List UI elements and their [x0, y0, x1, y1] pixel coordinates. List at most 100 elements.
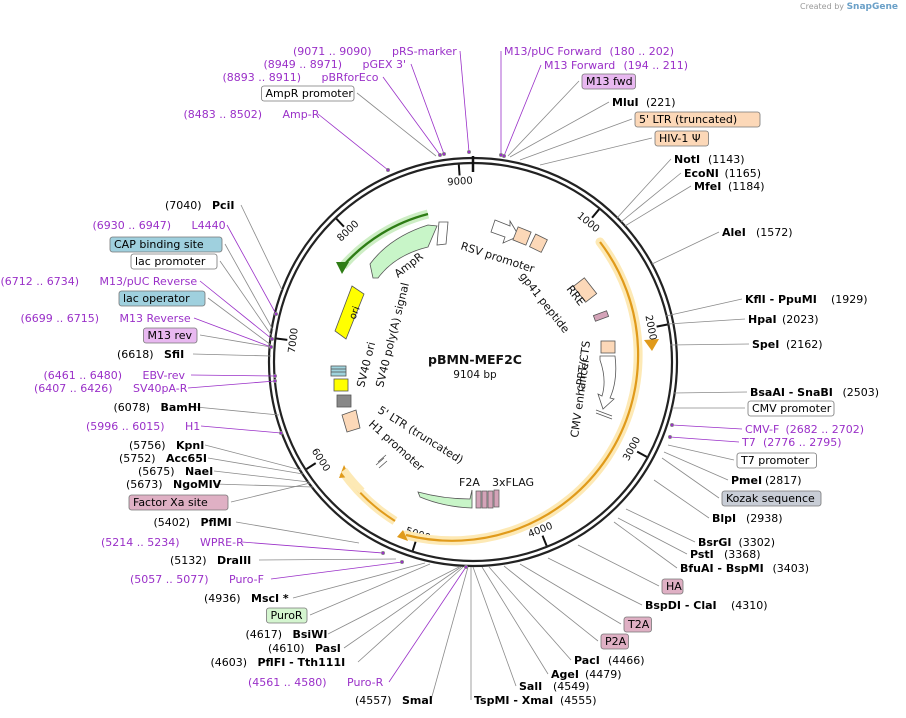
- label-text-pmei: PmeI(2817): [731, 474, 802, 487]
- label-text-cmv-f: CMV-F(2682 .. 2702): [745, 423, 864, 436]
- sv40-ori-block: [333, 378, 349, 392]
- label-text-mfei: MfeI(1184): [694, 180, 765, 193]
- feature-label-pmei: PmeI(2817): [731, 474, 802, 487]
- tick-mark-3000: [636, 450, 648, 458]
- leader-pcii: [240, 204, 283, 291]
- feature-label-lac-operator: lac operator: [118, 290, 206, 307]
- label-text-puror: PuroR: [271, 609, 303, 622]
- label-text-m13-forward: M13 Forward(194 .. 211): [544, 59, 688, 72]
- outside-labels: (9071 .. 9090)pRS-marker(8949 .. 8971)pG…: [1, 45, 880, 707]
- label-text-ltr-truncated: 5' LTR (truncated): [639, 113, 737, 126]
- feature-label-h1: (5996 .. 6015)H1: [86, 420, 200, 433]
- feature-label-pgex3: (8949 .. 8971)pGEX 3': [264, 58, 407, 71]
- label-text-pbrforeco: (8893 .. 8911)pBRforEco: [223, 71, 379, 84]
- tick-label-3000: 3000: [621, 435, 643, 463]
- primer-site-prs-marker: [466, 149, 471, 154]
- label-text-hpai: HpaI(2023): [748, 313, 819, 326]
- feature-label-kfli: KflI - PpuMI(1929): [745, 293, 868, 306]
- feature-label-econi: EcoNI(1165): [684, 167, 761, 180]
- feature-label-mfei: MfeI(1184): [694, 180, 765, 193]
- leader-pgex3: [410, 63, 445, 155]
- feature-label-smai: (4557)SmaI: [355, 694, 433, 707]
- label-text-msci: (4936)MscI *: [204, 592, 289, 605]
- label-text-hiv1-psi: HIV-1 Ψ: [659, 132, 701, 145]
- tick-mark-9000: [457, 164, 461, 176]
- label-text-bsiwi: (4617)BsiWI: [246, 628, 328, 641]
- label-text-sali: SalI(4549): [519, 680, 590, 693]
- leader-sfii: [192, 353, 272, 357]
- leader-m13-forward: [503, 64, 542, 157]
- rsv-promoter-block: [490, 219, 520, 244]
- tick-label-1000: 1000: [575, 210, 602, 235]
- label-box-p2a: [600, 633, 629, 650]
- feature-label-bsiwi: (4617)BsiWI: [246, 628, 328, 641]
- primer-site-pgex3: [441, 151, 446, 156]
- label-text-pcii: (7040)PciI: [165, 199, 234, 212]
- feature-label-alei: AleI(1572): [722, 226, 793, 239]
- label-box-lac-operator: [118, 290, 206, 307]
- label-text-amp-r: (8483 .. 8502)Amp-R: [184, 108, 320, 121]
- label-gp41: gp41 peptide: [517, 270, 573, 336]
- snapgene-logo: SnapGene: [846, 2, 898, 12]
- leader-paci: [488, 566, 572, 661]
- puror-block: [417, 489, 473, 509]
- label-text-sv40pa-r: (6407 .. 6426)SV40pA-R: [34, 382, 188, 395]
- tag-block-3: [487, 490, 494, 509]
- primer-site-ebv-rev: [272, 373, 277, 378]
- feature-label-puro-r: (4561 .. 4580)Puro-R: [248, 676, 384, 689]
- leader-mfei: [624, 185, 692, 227]
- label-text-tspmi: TspMI - XmaI(4555): [474, 694, 597, 707]
- leader-bfuai: [613, 521, 678, 569]
- snapgene-credit: Created by SnapGene: [800, 2, 898, 12]
- tick-label-6000: 6000: [309, 446, 332, 473]
- leader-bsiwi: [327, 566, 460, 635]
- leader-ngomiv: [214, 483, 314, 488]
- features: [330, 209, 659, 546]
- tick-label-2000: 2000: [642, 314, 658, 341]
- leader-pmei: [663, 451, 729, 481]
- feature-label-m13puc-forward: M13/pUC Forward(180 .. 202): [504, 45, 674, 58]
- label-text-l4440: (6930 .. 6947)L4440: [93, 219, 226, 232]
- feature-label-acc65i: (5752)Acc65I: [119, 452, 207, 465]
- feature-label-noti: NotI(1143): [674, 153, 745, 166]
- tick-mark-8000: [335, 218, 345, 228]
- feature-label-pflmi: (5402)PflMI: [154, 516, 232, 529]
- leader-t2a: [519, 563, 622, 625]
- label-text-pasi: (4610)PasI: [268, 642, 341, 655]
- primer-site-amp-r: [385, 167, 390, 172]
- label-text-bamhi: (6078)BamHI: [114, 401, 202, 414]
- leader-noti: [616, 158, 672, 219]
- feature-label-draiii: (5132)DraIII: [170, 554, 251, 567]
- label-box-ltr-truncated: [634, 111, 761, 128]
- label-text-sfii: (6618)SfiI: [117, 348, 184, 361]
- label-text-ngomiv: (5673)NgoMIV: [126, 478, 222, 491]
- feature-label-kozak: Kozak sequence: [721, 490, 822, 507]
- leader-alei: [651, 231, 720, 265]
- ltr-top-block: [512, 226, 532, 246]
- leader-wpre-r: [241, 541, 384, 554]
- label-text-bfuai: BfuAI - BspMI(3403): [680, 562, 809, 575]
- feature-label-msci: (4936)MscI *: [204, 592, 289, 605]
- leader-hpai: [667, 318, 746, 325]
- leader-kozak: [661, 457, 720, 499]
- feature-label-hpai: HpaI(2023): [748, 313, 819, 326]
- label-text-m13-rev: M13 rev: [148, 329, 193, 342]
- label-box-kozak: [721, 490, 822, 507]
- label-box-cap-binding: [109, 236, 223, 253]
- leader-naei: [213, 470, 310, 483]
- leader-t7-promoter: [667, 444, 735, 461]
- leader-kfli: [665, 298, 743, 317]
- mef2c-orf-arrow-head: [644, 339, 659, 351]
- label-text-smai: (4557)SmaI: [355, 694, 433, 707]
- label-text-t2a: T2A: [627, 618, 650, 631]
- leader-psti: [617, 517, 688, 555]
- feature-label-m13puc-reverse: (6712 .. 6734)M13/pUC Reverse: [1, 275, 198, 288]
- label-text-m13-reverse: (6699 .. 6715)M13 Reverse: [21, 312, 191, 325]
- label-text-acc65i: (5752)Acc65I: [119, 452, 207, 465]
- feature-label-m13-forward: M13 Forward(194 .. 211): [544, 59, 688, 72]
- feature-label-paci: PacI(4466): [574, 654, 645, 667]
- feature-label-ngomiv: (5673)NgoMIV: [126, 478, 222, 491]
- label-box-puror: [266, 607, 308, 624]
- feature-label-prs-marker: (9071 .. 9090)pRS-marker: [293, 45, 457, 58]
